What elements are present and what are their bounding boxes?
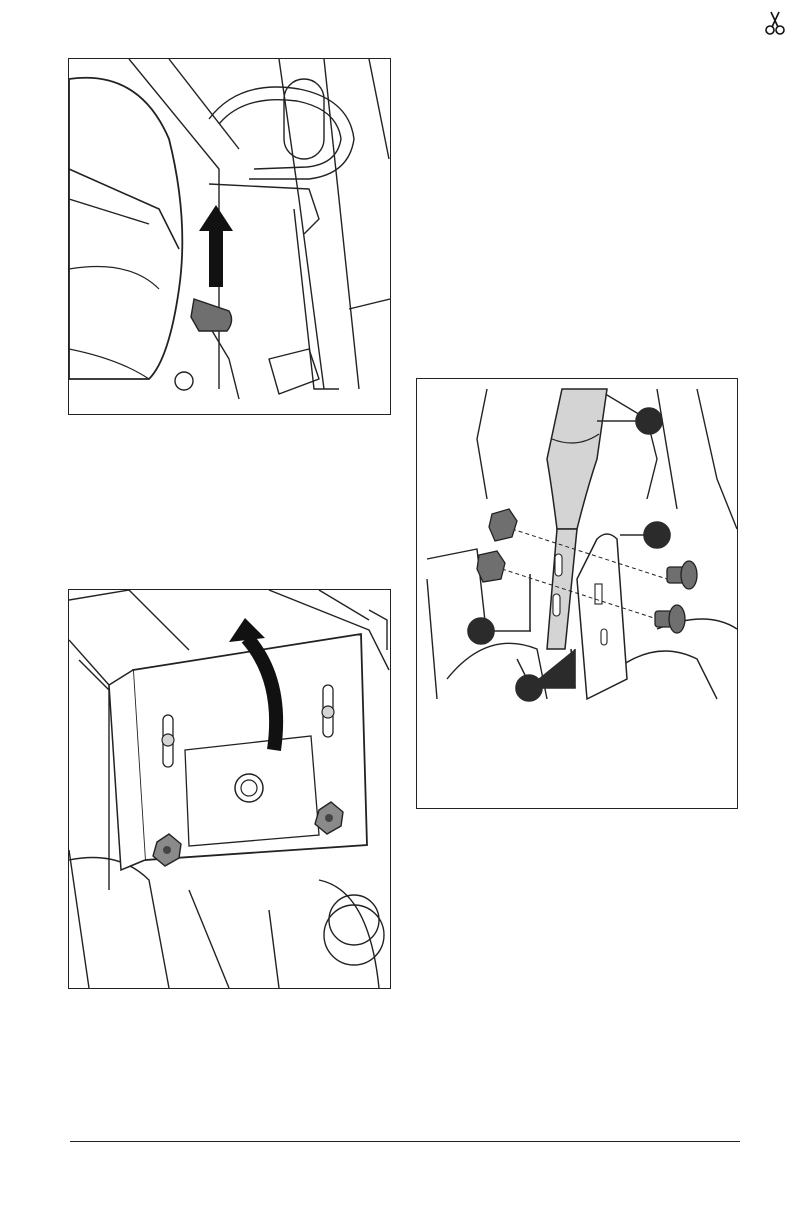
figure-seat-lever <box>68 58 391 415</box>
figure-panel-rotate <box>68 589 391 989</box>
footer-rule <box>70 1141 740 1142</box>
scissors-icon <box>764 10 786 36</box>
up-arrow-icon <box>199 205 233 287</box>
figure-handle-assembly <box>416 378 738 809</box>
